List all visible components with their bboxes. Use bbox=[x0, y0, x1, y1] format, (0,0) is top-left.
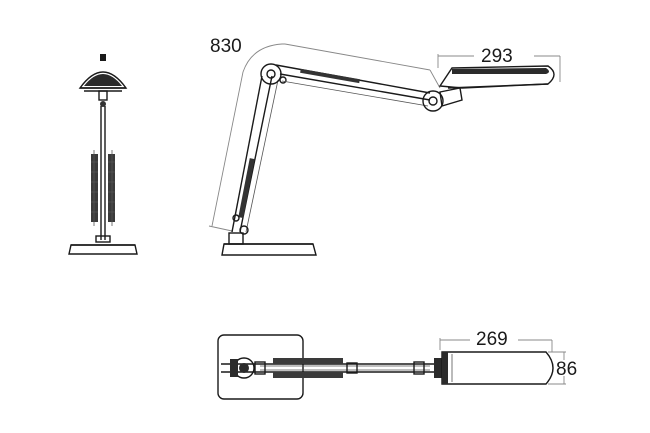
height-dimension-label: 830 bbox=[210, 36, 242, 57]
front-view bbox=[68, 54, 138, 255]
shade-length-top-label: 269 bbox=[476, 329, 508, 350]
top-view bbox=[217, 334, 566, 400]
side-view bbox=[208, 43, 561, 256]
shade-width-top-label: 86 bbox=[556, 359, 577, 380]
shade-length-side-label: 293 bbox=[481, 46, 513, 67]
